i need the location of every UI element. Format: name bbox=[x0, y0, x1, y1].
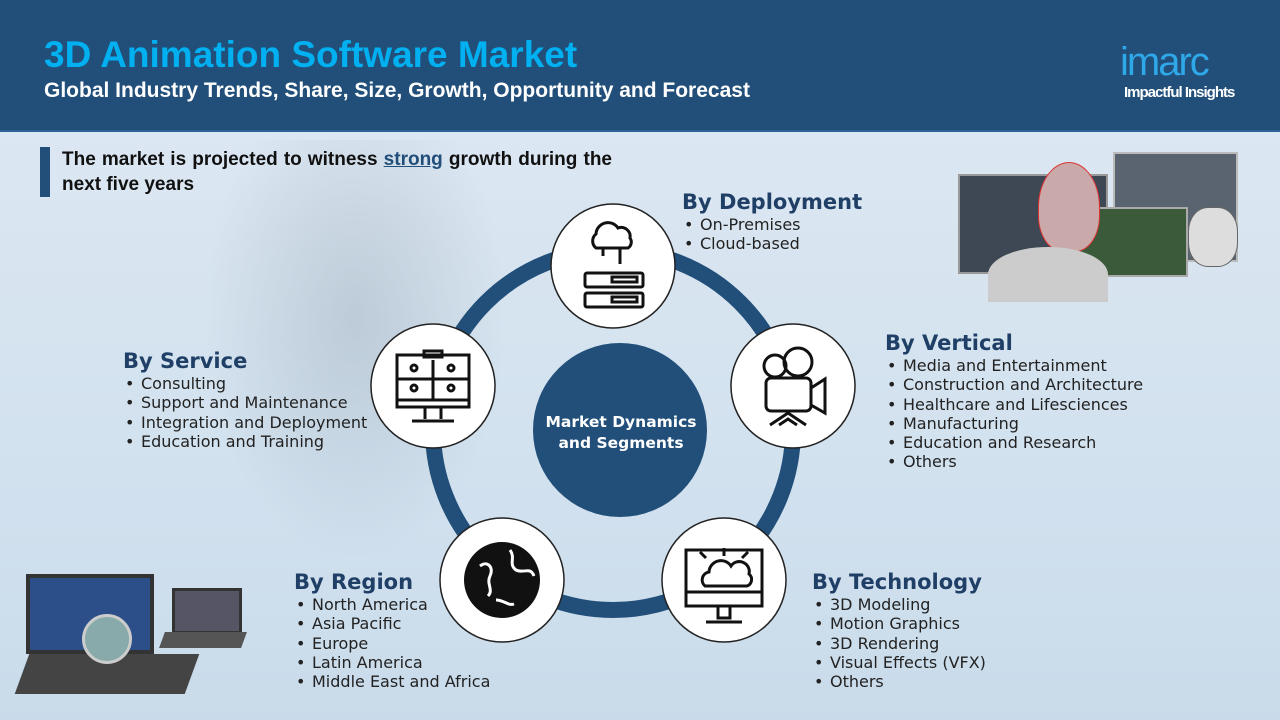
list-item: Education and Research bbox=[885, 433, 1143, 453]
logo-tagline: Impactful Insights bbox=[1124, 84, 1235, 101]
cloud-server-icon bbox=[550, 203, 676, 329]
segment-technology: By Technology 3D ModelingMotion Graphics… bbox=[812, 570, 986, 692]
lead-highlight: strong bbox=[383, 149, 443, 170]
lead-statement: The market is projected to witness stron… bbox=[40, 147, 612, 197]
list-item: Asia Pacific bbox=[294, 614, 490, 634]
segment-title: By Technology bbox=[812, 570, 982, 594]
list-item: Media and Entertainment bbox=[885, 356, 1143, 376]
list-item: On-Premises bbox=[682, 215, 862, 235]
list-item: Latin America bbox=[294, 653, 490, 673]
monitor-graphics-icon bbox=[661, 517, 787, 643]
list-item: Manufacturing bbox=[885, 414, 1143, 434]
list-item: 3D Rendering bbox=[812, 634, 986, 654]
list-item: North America bbox=[294, 595, 490, 615]
page-subtitle: Global Industry Trends, Share, Size, Gro… bbox=[44, 79, 750, 102]
list-item: Consulting bbox=[123, 374, 367, 394]
segment-deployment: By Deployment On-PremisesCloud-based bbox=[682, 190, 862, 254]
3d-software-screens-image bbox=[958, 152, 1238, 304]
header: 3D Animation Software Market Global Indu… bbox=[0, 0, 1280, 132]
list-item: Others bbox=[812, 672, 986, 692]
center-label: Market Dynamics and Segments bbox=[545, 413, 697, 452]
segment-vertical: By Vertical Media and EntertainmentConst… bbox=[885, 331, 1143, 472]
segment-region: By Region North AmericaAsia PacificEurop… bbox=[294, 570, 490, 692]
list-item: Motion Graphics bbox=[812, 614, 986, 634]
list-item: 3D Modeling bbox=[812, 595, 986, 615]
segment-title: By Service bbox=[123, 349, 248, 373]
list-item: Others bbox=[885, 452, 1143, 472]
list-item: Support and Maintenance bbox=[123, 393, 367, 413]
list-item: Cloud-based bbox=[682, 234, 862, 254]
segment-service: By Service ConsultingSupport and Mainten… bbox=[123, 349, 367, 451]
movie-camera-icon bbox=[730, 323, 856, 449]
list-item: Middle East and Africa bbox=[294, 672, 490, 692]
list-item: Education and Training bbox=[123, 432, 367, 452]
page-title: 3D Animation Software Market bbox=[44, 34, 578, 75]
list-item: Healthcare and Lifesciences bbox=[885, 395, 1143, 415]
video-conference-icon bbox=[370, 323, 496, 449]
segment-title: By Region bbox=[294, 570, 414, 594]
imarc-logo: imarc bbox=[1120, 40, 1210, 84]
segment-title: By Vertical bbox=[885, 331, 1013, 355]
segment-title: By Deployment bbox=[682, 190, 863, 214]
list-item: Visual Effects (VFX) bbox=[812, 653, 986, 673]
list-item: Construction and Architecture bbox=[885, 375, 1143, 395]
list-item: Integration and Deployment bbox=[123, 413, 367, 433]
laptops-image bbox=[14, 574, 247, 704]
list-item: Europe bbox=[294, 634, 490, 654]
center-circle bbox=[533, 343, 707, 517]
